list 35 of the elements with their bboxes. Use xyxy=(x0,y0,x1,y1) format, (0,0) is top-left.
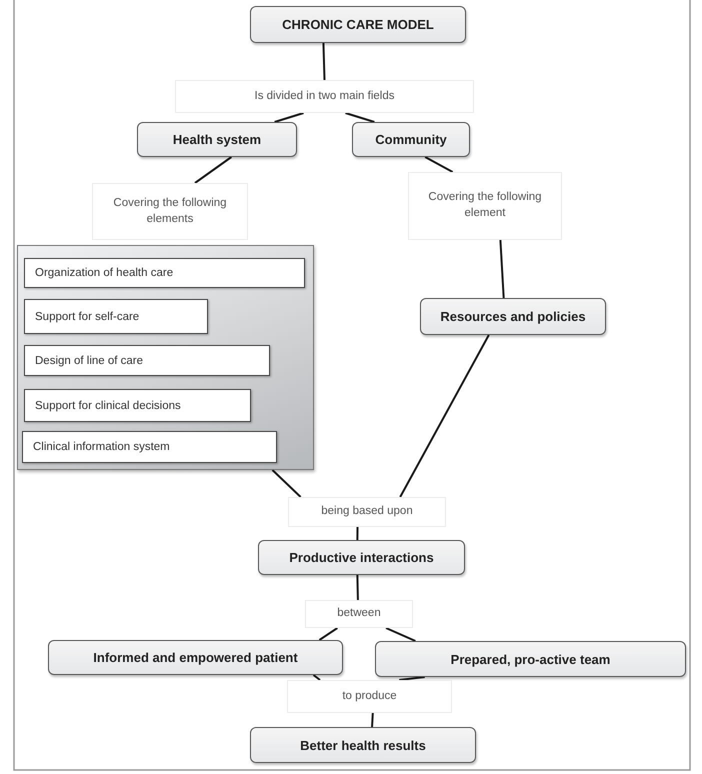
connector-line xyxy=(318,627,338,641)
process-box: Community xyxy=(352,122,470,157)
connector-line xyxy=(272,469,302,498)
connector-line xyxy=(386,627,416,642)
connector-line xyxy=(274,112,304,123)
connector-line xyxy=(322,42,326,80)
connector-line xyxy=(356,526,359,540)
element-box: Clinical information system xyxy=(22,431,277,463)
connector-label-box: Is divided in two main fields xyxy=(175,80,474,113)
connector-line xyxy=(345,112,375,123)
process-box: Prepared, pro-active team xyxy=(375,641,686,677)
element-box: Support for self-care xyxy=(24,299,208,334)
connector-label-box: to produce xyxy=(287,680,452,713)
element-box: Support for clinical decisions xyxy=(24,389,251,422)
process-box: Better health results xyxy=(250,727,476,763)
element-box: Design of line of care xyxy=(24,345,270,376)
connector-line xyxy=(399,676,425,681)
process-box: Productive interactions xyxy=(258,540,465,575)
process-box: Health system xyxy=(137,122,297,157)
process-box: CHRONIC CARE MODEL xyxy=(250,6,466,43)
connector-label-box: Covering the following elements xyxy=(92,183,248,240)
connector-line xyxy=(399,334,490,498)
process-box: Informed and empowered patient xyxy=(48,640,343,675)
element-box: Organization of health care xyxy=(24,258,305,288)
connector-line xyxy=(356,574,359,600)
process-box: Resources and policies xyxy=(420,298,606,335)
group-panel xyxy=(17,245,314,470)
connector-label-box: between xyxy=(305,600,413,628)
connector-line xyxy=(371,712,374,728)
connector-line xyxy=(312,674,321,681)
connector-line xyxy=(194,156,232,184)
connector-label-box: being based upon xyxy=(288,497,446,527)
connector-line xyxy=(499,240,505,298)
connector-line xyxy=(424,156,454,173)
connector-label-box: Covering the following element xyxy=(408,172,562,240)
